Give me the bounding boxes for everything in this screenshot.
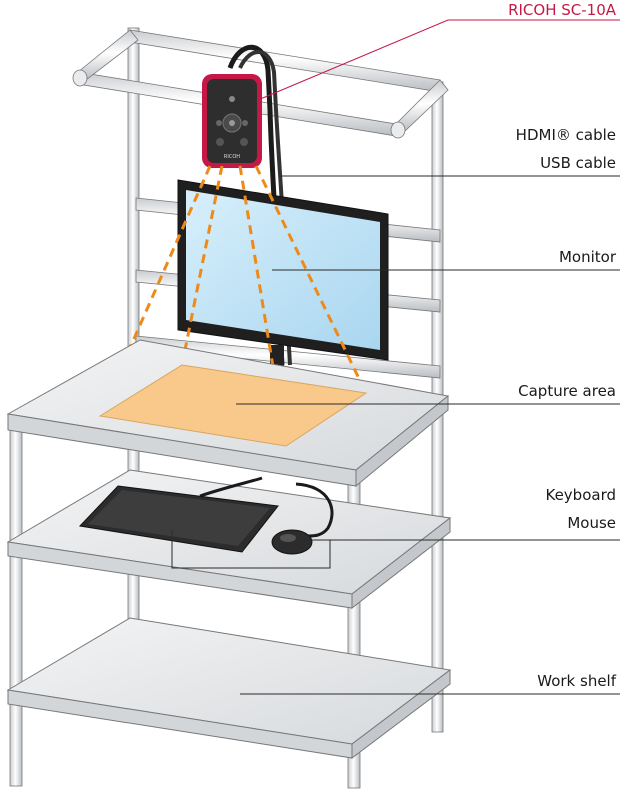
work-shelf (6, 617, 452, 760)
leader-lines (171, 19, 620, 695)
label-hdmi-cable: HDMI® cable (516, 126, 616, 144)
label-work-shelf: Work shelf (537, 672, 616, 690)
label-keyboard: Keyboard (545, 486, 616, 504)
camera-icon: RICOH (202, 74, 262, 168)
top-shelf (6, 339, 450, 488)
mouse-icon (271, 482, 334, 555)
label-monitor: Monitor (559, 248, 617, 266)
label-capture-area: Capture area (518, 382, 616, 400)
label-camera: RICOH SC-10A (508, 1, 617, 19)
label-mouse: Mouse (567, 514, 616, 532)
monitor-icon (177, 179, 389, 367)
capture-area (98, 364, 368, 447)
label-group: RICOH SC-10A HDMI® cable USB cable Monit… (508, 1, 617, 690)
camera-brand: RICOH (224, 154, 240, 160)
keyboard-icon (78, 476, 279, 553)
label-usb-cable: USB cable (540, 154, 616, 172)
